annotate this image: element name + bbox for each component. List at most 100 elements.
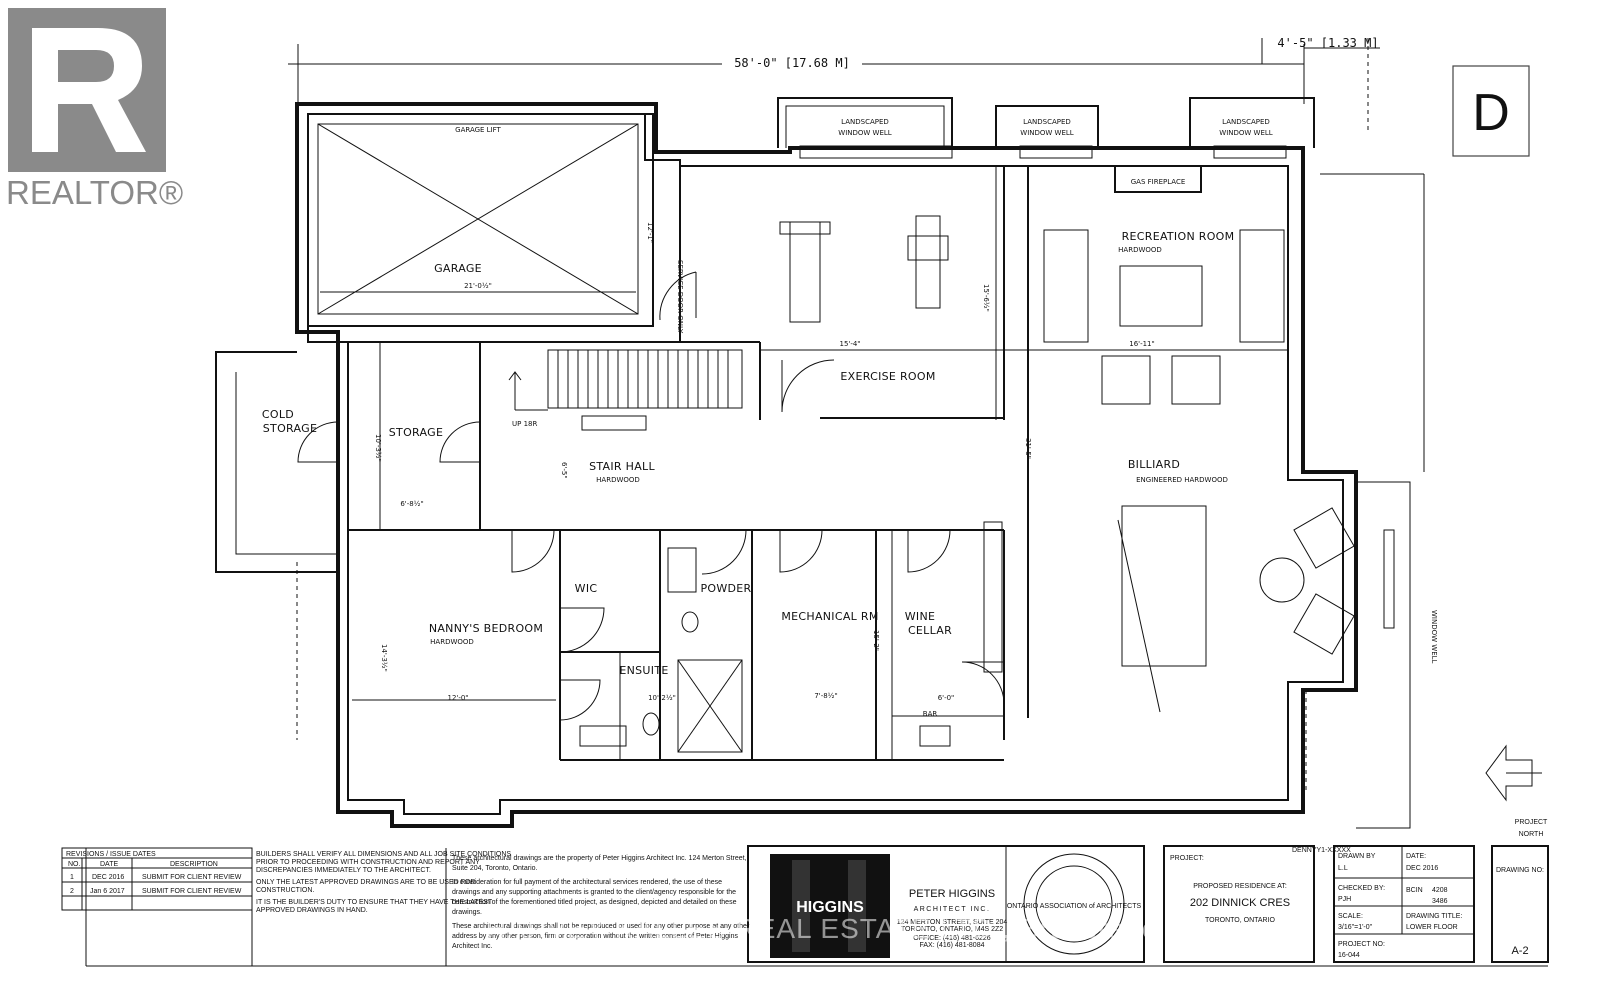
svg-text:CONSTRUCTION.: CONSTRUCTION. <box>256 887 314 894</box>
scale: 3/16"=1'-0" <box>1338 924 1373 931</box>
exercise-width: 15'-4" <box>839 340 860 348</box>
nanny-depth: 14'-3½" <box>380 644 388 672</box>
higgins-logo <box>770 854 890 958</box>
recreation-floor: HARDWOOD <box>1118 246 1162 254</box>
gas-fireplace <box>1114 165 1202 193</box>
recreation-furniture <box>1043 229 1285 405</box>
stair-dim: 6'-5" <box>560 462 568 479</box>
svg-text:BCIN: BCIN <box>1406 887 1423 894</box>
exercise-room-label: EXERCISE ROOM <box>840 370 935 383</box>
mech-depth: 15'-2" <box>872 630 880 651</box>
exercise-equipment <box>779 215 949 323</box>
north-label-line2: NORTH <box>1519 831 1544 838</box>
nanny-bedroom-label: NANNY'S BEDROOM <box>429 622 543 635</box>
garage-lift-label: GARAGE LIFT <box>455 126 501 134</box>
billiard-floor: ENGINEERED HARDWOOD <box>1136 476 1228 484</box>
revisions-title: REVISIONS / ISSUE DATES <box>66 851 156 858</box>
svg-text:PROJECT NO:: PROJECT NO: <box>1338 941 1385 948</box>
svg-text:address by any other person, f: address by any other person, firm or cor… <box>452 933 738 940</box>
ensuite-dim: 10'-2½" <box>648 694 676 702</box>
svg-text:IT IS THE BUILDER'S DUTY TO EN: IT IS THE BUILDER'S DUTY TO ENSURE THAT … <box>256 899 493 906</box>
exterior-walls <box>295 102 1358 828</box>
bcin-1: 4208 <box>1432 887 1448 894</box>
stair-floor: HARDWOOD <box>596 476 640 484</box>
svg-text:APPROVED DRAWINGS IN HAND.: APPROVED DRAWINGS IN HAND. <box>256 907 368 914</box>
svg-text:OFFICE: (416) 481-6226: OFFICE: (416) 481-6226 <box>913 935 991 942</box>
storage-label: STORAGE <box>389 426 443 439</box>
ensuite-label: ENSUITE <box>619 664 668 677</box>
svg-text:DENNYY1-XXXXX: DENNYY1-XXXXX <box>1292 847 1351 854</box>
architect-seal <box>1023 853 1125 955</box>
billiard-table <box>1117 505 1395 713</box>
svg-text:Suite 204, Toronto, Ontario.: Suite 204, Toronto, Ontario. <box>452 865 538 872</box>
svg-text:DESCRIPTION: DESCRIPTION <box>170 861 218 868</box>
svg-text:DRAWING TITLE:: DRAWING TITLE: <box>1406 913 1462 920</box>
svg-text:ONLY THE LATEST APPROVED DRAWI: ONLY THE LATEST APPROVED DRAWINGS ARE TO… <box>256 879 475 886</box>
garage-depth: 12'-1" <box>646 222 654 243</box>
garage-lift: GARAGE LIFT GARAGE 21'-0½" 12'-1" SERVIC… <box>317 123 697 334</box>
doors <box>297 359 1005 721</box>
title-block: REVISIONS / ISSUE DATES NO. DATE DESCRIP… <box>61 845 1549 967</box>
svg-text:DRAWING NO:: DRAWING NO: <box>1496 867 1544 874</box>
revision-1-no: 1 <box>70 874 74 881</box>
interior-walls <box>215 166 1425 829</box>
fixtures <box>579 521 1003 753</box>
revision-1-date: DEC 2016 <box>92 874 124 881</box>
drawn-by: L.L <box>1338 865 1348 872</box>
svg-text:PROJECT:: PROJECT: <box>1170 855 1204 862</box>
svg-text:construction of the forementio: construction of the forementioned titled… <box>452 899 737 906</box>
svg-text:PRIOR TO PROCEEDING WITH CONST: PRIOR TO PROCEEDING WITH CONSTRUCTION AN… <box>256 859 480 866</box>
sheet-letter: D <box>1472 84 1510 142</box>
svg-text:WINDOW WELL: WINDOW WELL <box>1020 129 1074 137</box>
wine-cellar-line1: WINE <box>905 610 936 623</box>
project-address: 202 DINNICK CRES <box>1190 897 1290 909</box>
north-label-line1: PROJECT <box>1515 819 1548 826</box>
svg-text:drawings and any supporting at: drawings and any supporting attachments … <box>452 889 736 896</box>
billiard-depth: 31'-5" <box>1024 438 1032 459</box>
drawing-number: A-2 <box>1511 945 1528 957</box>
nanny-width: 12'-0" <box>447 694 468 702</box>
svg-text:LANDSCAPED: LANDSCAPED <box>1222 118 1270 126</box>
nanny-floor: HARDWOOD <box>430 638 474 646</box>
side-window-well: WINDOW WELL <box>1430 610 1438 664</box>
svg-text:PROPOSED RESIDENCE AT:: PROPOSED RESIDENCE AT: <box>1193 883 1287 890</box>
storage-width: 6'-8½" <box>400 500 423 508</box>
svg-text:DATE:: DATE: <box>1406 853 1426 860</box>
stair-up-label: UP 18R <box>512 420 537 428</box>
higgins-logo-text: HIGGINS <box>796 899 864 916</box>
revision-2-no: 2 <box>70 888 74 895</box>
firm-name: PETER HIGGINS <box>909 888 995 900</box>
svg-text:DATE: DATE <box>100 861 118 868</box>
wic-label: WIC <box>575 582 598 595</box>
window-well-1-line2: WINDOW WELL <box>838 129 892 137</box>
drawing-date: DEC 2016 <box>1406 865 1438 872</box>
svg-text:FAX: (416) 481-8084: FAX: (416) 481-8084 <box>920 942 985 949</box>
realtor-text: REALTOR® <box>6 174 183 211</box>
seal-text: ONTARIO ASSOCIATION of ARCHITECTS <box>1007 903 1142 910</box>
powder-label: POWDER <box>700 582 751 595</box>
garage-label: GARAGE <box>434 262 482 275</box>
revision-2-desc: SUBMIT FOR CLIENT REVIEW <box>142 888 242 895</box>
svg-text:124 MERTON STREET, SUITE 204: 124 MERTON STREET, SUITE 204 <box>897 919 1008 926</box>
cold-storage-line2: STORAGE <box>263 422 317 435</box>
offset-dimension: 4'-5" [1.33 M] <box>1277 36 1378 50</box>
svg-text:TORONTO, ONTARIO, M4S 2Z2: TORONTO, ONTARIO, M4S 2Z2 <box>901 926 1003 933</box>
realtor-logo[interactable]: REALTOR® <box>6 8 183 211</box>
drawing-title: LOWER FLOOR <box>1406 924 1458 931</box>
exercise-depth: 15'-6½" <box>982 284 990 312</box>
wine-dim: 6'-0" <box>938 694 955 702</box>
revision-1-desc: SUBMIT FOR CLIENT REVIEW <box>142 874 242 881</box>
room-labels: RECREATION ROOM HARDWOOD EXERCISE ROOM 1… <box>262 230 1438 718</box>
bcin-2: 3486 <box>1432 898 1448 905</box>
sheet-letter-box <box>1452 65 1530 157</box>
checked-by: PJH <box>1338 896 1351 903</box>
wine-cellar-line2: CELLAR <box>908 624 952 637</box>
cold-storage-line1: COLD <box>262 408 294 421</box>
svg-text:These architectural drawings s: These architectural drawings shall not b… <box>452 923 750 930</box>
svg-text:drawings.: drawings. <box>452 909 482 916</box>
storage-depth: 10'-3½" <box>374 434 382 462</box>
bar-label: BAR <box>923 710 938 718</box>
revision-2-date: Jan 6 2017 <box>90 888 125 895</box>
svg-text:LANDSCAPED: LANDSCAPED <box>1023 118 1071 126</box>
window-wells: LANDSCAPED WINDOW WELL LANDSCAPED WINDOW… <box>777 97 1315 159</box>
